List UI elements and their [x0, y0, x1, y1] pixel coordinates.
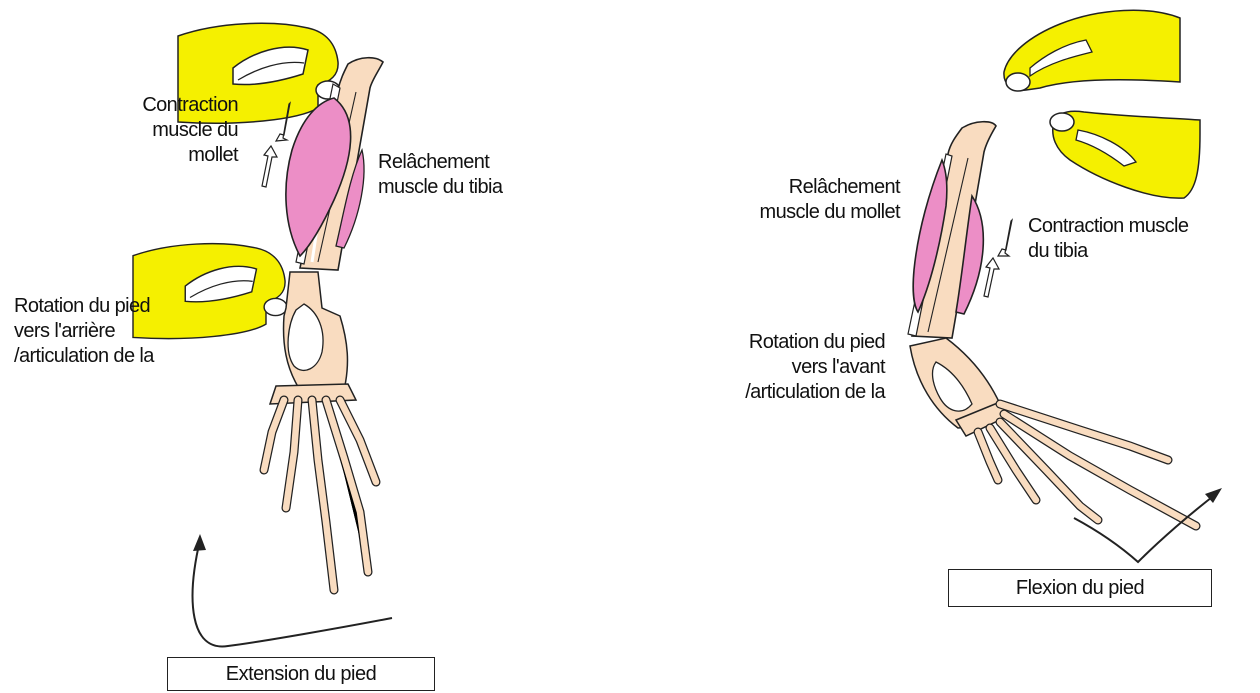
right-rotation-label-line1: Rotation du pied	[745, 330, 885, 355]
right-calf-label: Relâchement muscle du mollet	[760, 175, 900, 225]
left-calf-label: Contraction muscle du mollet	[142, 93, 238, 168]
right-foot-bones	[910, 338, 1196, 526]
right-hand-top	[1004, 10, 1180, 91]
left-foot-bones	[264, 272, 376, 590]
right-calf-label-line2: muscle du mollet	[760, 200, 900, 225]
left-rotation-label-line3: /articulation de la	[14, 344, 154, 369]
left-rotation-label-line2: vers l'arrière	[14, 319, 154, 344]
right-hand-bottom	[1050, 111, 1200, 198]
right-caption-box: Flexion du pied	[948, 569, 1212, 607]
left-caption-box: Extension du pied	[167, 657, 435, 691]
right-rotation-label: Rotation du pied vers l'avant /articulat…	[745, 330, 885, 405]
left-tibia-label-line1: Relâchement	[378, 150, 502, 175]
right-rotation-label-line2: vers l'avant	[745, 355, 885, 380]
left-rotation-label-line1: Rotation du pied	[14, 294, 154, 319]
left-calf-label-line1: Contraction	[142, 93, 238, 118]
right-contraction-arrows	[984, 220, 1012, 297]
left-calf-label-line2: muscle du	[142, 118, 238, 143]
left-rotation-label: Rotation du pied vers l'arrière /articul…	[14, 294, 154, 369]
left-calf-label-line3: mollet	[142, 143, 238, 168]
right-tibia-label-line2: du tibia	[1028, 239, 1188, 264]
left-tibia-label: Relâchement muscle du tibia	[378, 150, 502, 200]
left-hand-bottom	[133, 244, 287, 339]
right-tibia-label-line1: Contraction muscle	[1028, 214, 1188, 239]
right-tibia-label: Contraction muscle du tibia	[1028, 214, 1188, 264]
left-tibia-label-line2: muscle du tibia	[378, 175, 502, 200]
right-rotation-label-line3: /articulation de la	[745, 380, 885, 405]
right-calf-label-line1: Relâchement	[760, 175, 900, 200]
